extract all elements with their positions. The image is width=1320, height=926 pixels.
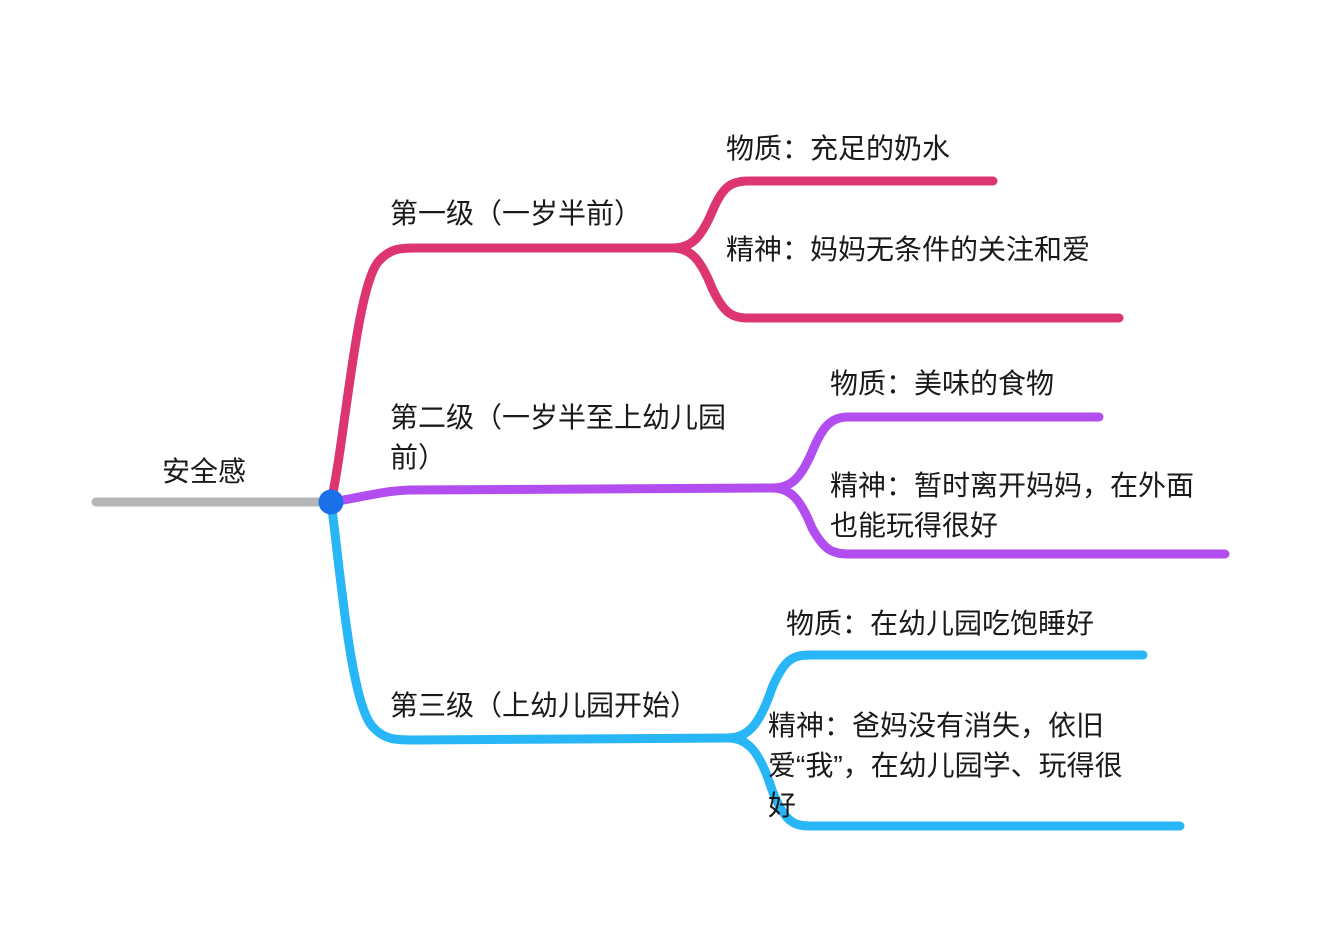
branch-2-child-1-label[interactable]: 物质：美味的食物: [830, 368, 1055, 399]
root-node-label[interactable]: 安全感: [162, 456, 247, 487]
branch-3-child-2-line: [723, 733, 1185, 831]
branch-1-line: [326, 243, 677, 507]
branch-2-child-1-line: [767, 412, 1104, 493]
branch-3-child-2-label[interactable]: 精神：爸妈没有消失，依旧爱“我”，在幼儿园学、玩得很好: [768, 710, 1123, 821]
branch-1-child-1-label[interactable]: 物质：充足的奶水: [726, 133, 951, 164]
branch-1-label[interactable]: 第一级（一岁半前）: [390, 198, 643, 229]
branch-2-child-2-line: [767, 483, 1230, 559]
branch-3-child-1-label[interactable]: 物质：在幼儿园吃饱睡好: [786, 608, 1095, 639]
branch-3-label[interactable]: 第三级（上幼儿园开始）: [390, 690, 699, 721]
branch-1-child-2-line: [667, 243, 1124, 323]
branch-3-child-1-line: [723, 650, 1148, 743]
branch-3-line: [326, 497, 733, 745]
branch-2-line: [326, 483, 777, 507]
branch-1-child-1-line: [667, 176, 998, 253]
branch-1-child-2-label[interactable]: 精神：妈妈无条件的关注和爱: [726, 234, 1091, 265]
branch-2-child-2-label[interactable]: 精神：暂时离开妈妈，在外面也能玩得很好: [830, 470, 1195, 541]
branch-2-label[interactable]: 第二级（一岁半至上幼儿园前）: [390, 402, 727, 473]
root-node-dot[interactable]: [318, 489, 344, 515]
